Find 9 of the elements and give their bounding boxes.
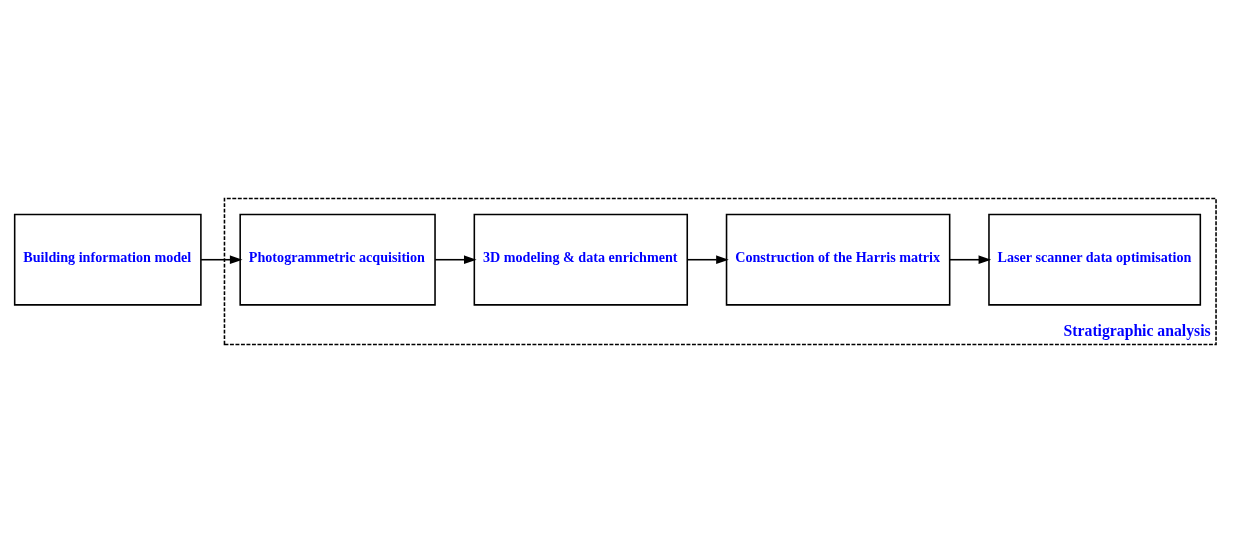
arrow — [434, 254, 477, 264]
node-box: Building information model — [13, 213, 202, 306]
node-box: 3D modeling & data enrichment — [473, 213, 689, 306]
node-box: Construction of the Harris matrix — [725, 213, 951, 306]
arrow — [200, 254, 243, 264]
node-box: Photogrammetric acquisition — [239, 213, 436, 306]
arrow — [949, 254, 992, 264]
arrow — [686, 254, 729, 264]
node-box: Laser scanner data optimisation — [988, 213, 1202, 306]
